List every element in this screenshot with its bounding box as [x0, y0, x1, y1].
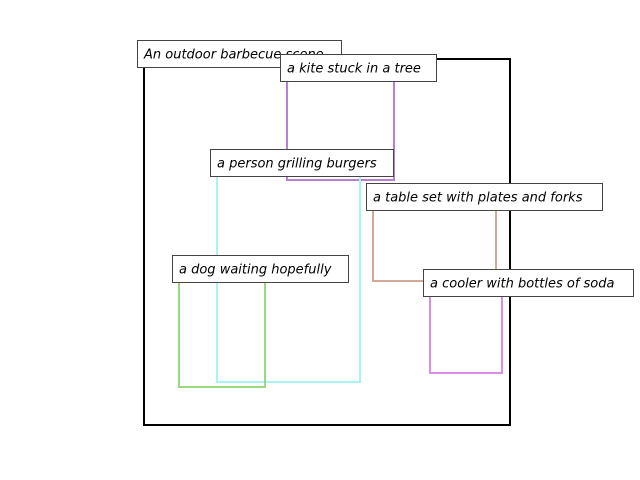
scene-frame — [143, 58, 511, 426]
scene-caption-text: An outdoor barbecue scene — [143, 48, 324, 63]
region-box-cooler — [429, 289, 503, 374]
region-label-table-text: a table set with plates and forks — [373, 191, 583, 206]
region-label-dog-text: a dog waiting hopefully — [179, 263, 332, 278]
region-label-table: a table set with plates and forks — [366, 183, 603, 211]
region-label-kite: a kite stuck in a tree — [280, 54, 437, 82]
region-label-cooler: a cooler with bottles of soda — [423, 269, 634, 297]
region-label-person: a person grilling burgers — [210, 149, 394, 177]
region-label-cooler-text: a cooler with bottles of soda — [430, 277, 615, 292]
region-label-dog: a dog waiting hopefully — [172, 255, 349, 283]
region-label-person-text: a person grilling burgers — [217, 157, 377, 172]
region-box-dog — [178, 275, 266, 388]
region-label-kite-text: a kite stuck in a tree — [287, 62, 421, 77]
